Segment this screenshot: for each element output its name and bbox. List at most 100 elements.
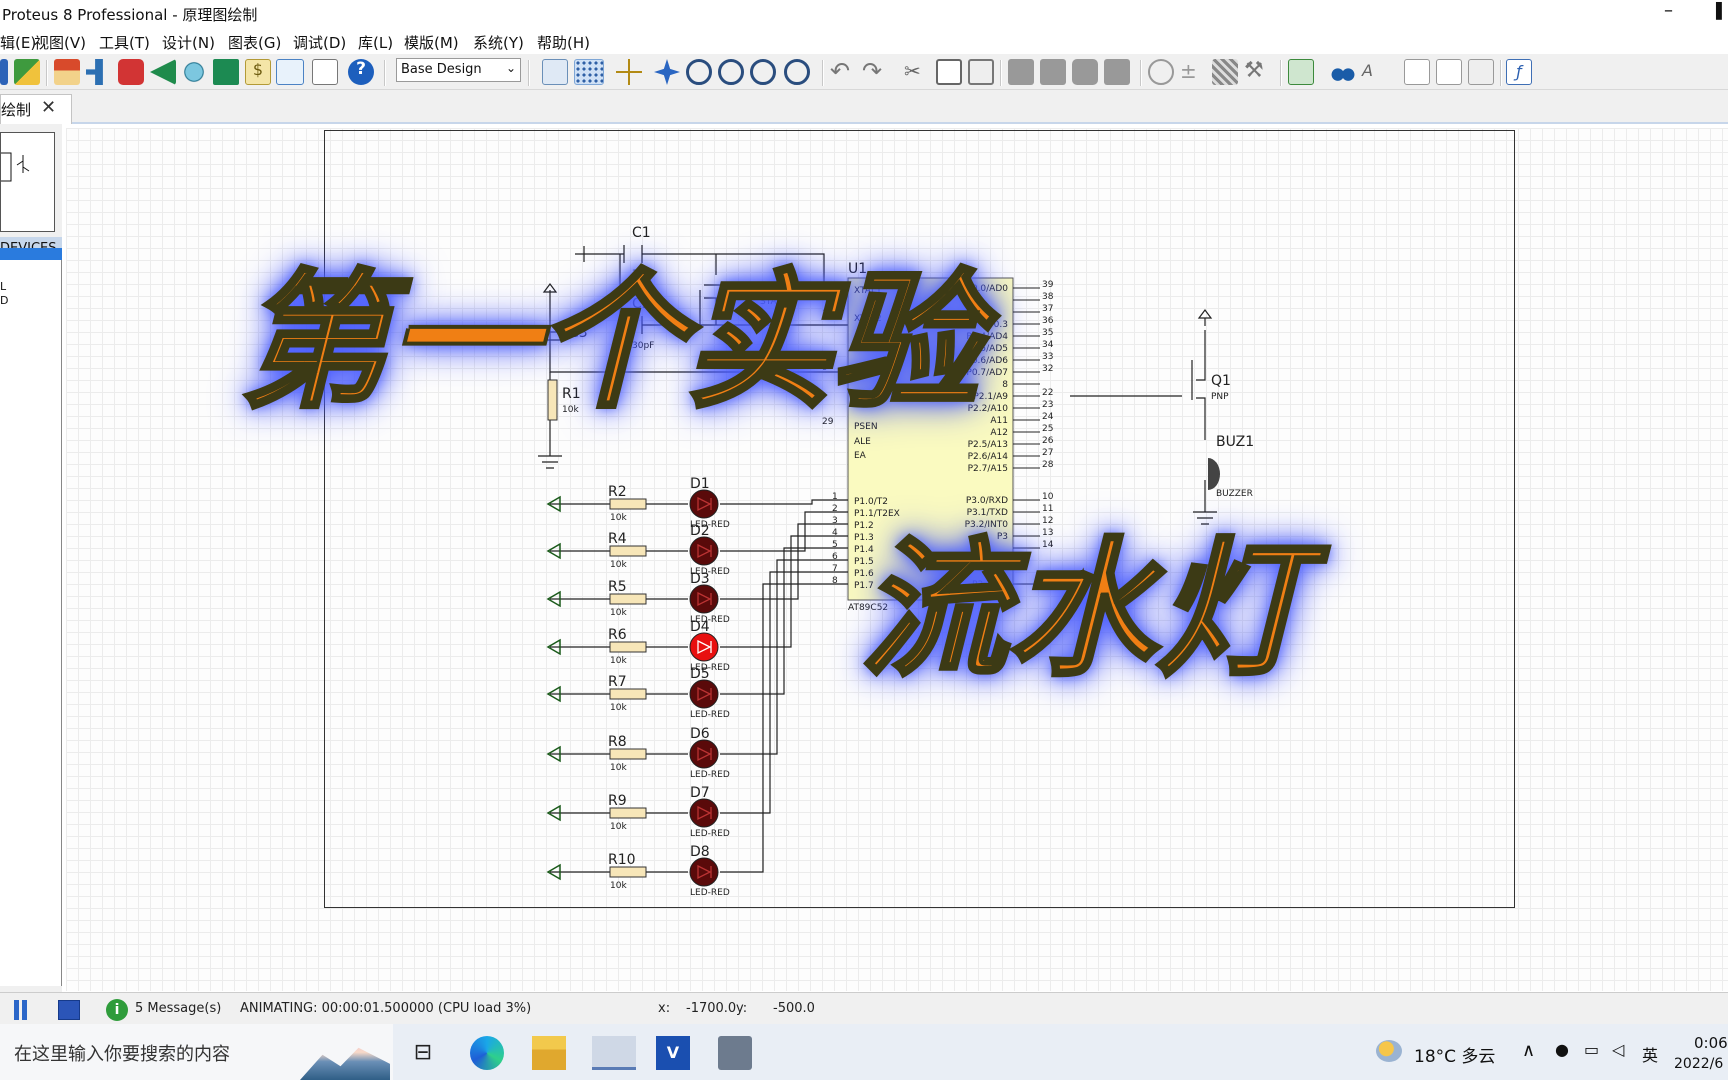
paste-icon[interactable]	[968, 59, 994, 85]
resistor-r8[interactable]	[609, 748, 647, 760]
calculator-icon[interactable]	[718, 1036, 752, 1070]
help-icon[interactable]: ?	[348, 59, 374, 85]
refresh-icon[interactable]	[542, 59, 568, 85]
zoom-all-icon[interactable]	[750, 59, 776, 85]
stop-icon[interactable]	[58, 1000, 80, 1020]
redo-icon[interactable]: ↷	[862, 57, 883, 85]
led-d8[interactable]	[689, 857, 719, 887]
led-d2[interactable]	[689, 536, 719, 566]
pin-number: 2	[832, 504, 838, 514]
messages-count[interactable]: 5 Message(s)	[135, 1001, 222, 1016]
volume-icon[interactable]: ◁	[1612, 1040, 1625, 1059]
zoom-out-icon[interactable]	[718, 59, 744, 85]
dollar-icon[interactable]: $	[245, 59, 271, 85]
block-rotate-icon[interactable]	[1072, 59, 1098, 85]
pin-name: RST	[854, 368, 872, 378]
wire-autorouter-icon[interactable]	[1288, 59, 1314, 85]
task-view-icon[interactable]: ⊟	[413, 1040, 433, 1065]
search-icon[interactable]	[1330, 59, 1356, 85]
new-sheet-icon[interactable]	[1404, 59, 1430, 85]
variant-select[interactable]: Base Design⌄	[396, 58, 521, 82]
device-item[interactable]: L	[0, 280, 7, 293]
save-icon[interactable]	[0, 59, 8, 85]
pause-icon[interactable]	[14, 1000, 19, 1020]
ime-indicator[interactable]: 英	[1642, 1046, 1659, 1065]
menu-tools[interactable]: 工具(T)	[99, 34, 150, 52]
menu-graph[interactable]: 图表(G)	[228, 34, 282, 52]
pcb-icon[interactable]	[118, 59, 144, 85]
resistor-r1[interactable]	[547, 379, 558, 421]
netlist-icon[interactable]: ƒ	[1506, 59, 1532, 85]
pin-number: 34	[1042, 340, 1054, 350]
device-list[interactable]: L D	[0, 260, 62, 986]
block-delete-icon[interactable]	[1104, 59, 1130, 85]
menu-debug[interactable]: 调试(D)	[293, 34, 347, 52]
led-d6[interactable]	[689, 739, 719, 769]
pick-device-icon[interactable]	[1148, 59, 1174, 85]
weather-text[interactable]: 18°C 多云	[1414, 1047, 1496, 1067]
copy-icon[interactable]	[936, 59, 962, 85]
make-device-icon[interactable]: ±	[1180, 59, 1197, 83]
menu-help[interactable]: 帮助(H)	[537, 34, 590, 52]
decompose-icon[interactable]: ⚒	[1244, 58, 1264, 83]
resistor-r7[interactable]	[609, 688, 647, 700]
menu-template[interactable]: 模版(M)	[404, 34, 459, 52]
microphone-icon[interactable]: ●	[1555, 1040, 1569, 1059]
bom-icon[interactable]	[213, 59, 239, 85]
resistor-r6[interactable]	[609, 641, 647, 653]
keil-icon[interactable]: V	[656, 1036, 690, 1070]
minimize-button[interactable]: –	[1664, 0, 1673, 21]
overview-window[interactable]	[0, 132, 55, 232]
menu-view[interactable]: 视图(V)	[34, 34, 86, 52]
led-d7[interactable]	[689, 798, 719, 828]
menu-library[interactable]: 库(L)	[358, 34, 394, 52]
zoom-in-icon[interactable]	[686, 59, 712, 85]
proteus-taskbar-icon[interactable]	[592, 1036, 636, 1070]
tab-schematic[interactable]: 绘制 ✕	[0, 94, 72, 124]
device-item[interactable]: D	[0, 294, 9, 307]
info-icon[interactable]: i	[106, 999, 128, 1021]
zoom-area-icon[interactable]	[784, 59, 810, 85]
home-icon[interactable]	[54, 59, 80, 85]
resistor-r5[interactable]	[609, 593, 647, 605]
chevron-up-icon[interactable]: ∧	[1522, 1040, 1536, 1061]
menu-edit[interactable]: 辑(E)	[0, 34, 37, 52]
block-move-icon[interactable]	[1040, 59, 1066, 85]
clock-date[interactable]: 2022/6	[1674, 1056, 1724, 1072]
import-icon[interactable]	[14, 59, 40, 85]
cut-icon[interactable]: ✂	[904, 59, 921, 83]
origin-icon[interactable]	[616, 59, 642, 85]
network-icon[interactable]: ▭	[1584, 1040, 1600, 1059]
resistor-r9[interactable]	[609, 807, 647, 819]
exit-parent-icon[interactable]	[1468, 59, 1494, 85]
clock-time[interactable]: 0:06	[1694, 1034, 1728, 1052]
led-d5[interactable]	[689, 679, 719, 709]
undo-icon[interactable]: ↶	[830, 57, 851, 85]
edge-icon[interactable]	[470, 1036, 504, 1070]
resistor-r2[interactable]	[609, 498, 647, 510]
menu-design[interactable]: 设计(N)	[162, 34, 215, 52]
close-button[interactable]: ▌	[1716, 2, 1728, 20]
close-icon[interactable]: ✕	[41, 97, 57, 118]
led-d4[interactable]	[689, 632, 719, 662]
grid-icon[interactable]	[574, 59, 604, 85]
file-explorer-icon[interactable]	[532, 1036, 566, 1070]
packaging-icon[interactable]	[1212, 59, 1238, 85]
menu-system[interactable]: 系统(Y)	[473, 34, 524, 52]
ic-right-pins: 39P0.0/AD0383736P0.335P0.4/AD434P0.5/AD5…	[965, 280, 1054, 590]
block-copy-icon[interactable]	[1008, 59, 1034, 85]
resistor-r10[interactable]	[609, 866, 647, 878]
weather-icon[interactable]	[1376, 1040, 1402, 1062]
window-title: Proteus 8 Professional - 原理图绘制	[2, 6, 258, 24]
3d-viewer-icon[interactable]	[181, 59, 207, 85]
led-d1[interactable]	[689, 489, 719, 519]
design-explorer-icon[interactable]	[276, 59, 304, 85]
taskbar-search[interactable]: 在这里输入你要搜索的内容	[0, 1024, 393, 1080]
ic-u1[interactable]	[847, 277, 1014, 601]
notes-icon[interactable]	[312, 59, 338, 85]
resistor-r4[interactable]	[609, 545, 647, 557]
led-d3[interactable]	[689, 584, 719, 614]
remove-sheet-icon[interactable]	[1436, 59, 1462, 85]
property-icon[interactable]: A	[1362, 61, 1373, 80]
